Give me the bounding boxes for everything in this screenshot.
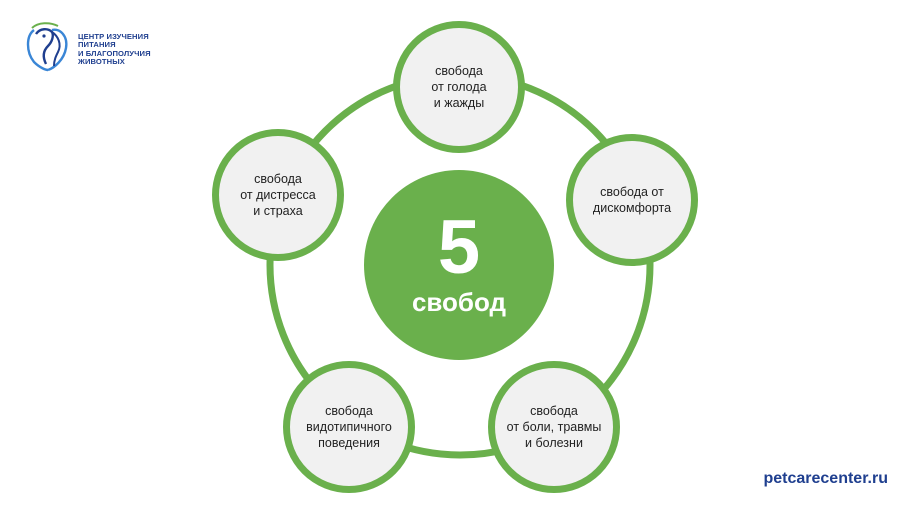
logo-text: ЦЕНТР ИЗУЧЕНИЯ ПИТАНИЯ И БЛАГОПОЛУЧИЯ ЖИ… (78, 31, 151, 67)
freedom-label: свобода от боли, травмы и болезни (506, 404, 602, 450)
logo-line: ЦЕНТР ИЗУЧЕНИЯ (78, 31, 149, 41)
freedom-label: свобода от дискомфорта (592, 185, 672, 215)
freedom-label: свобода от голода и жажды (431, 64, 487, 110)
freedom-node-pain: свобода от боли, травмы и болезни (488, 361, 620, 493)
logo-line: И БЛАГОПОЛУЧИЯ (78, 48, 151, 58)
logo: ЦЕНТР ИЗУЧЕНИЯ ПИТАНИЯ И БЛАГОПОЛУЧИЯ ЖИ… (24, 22, 151, 77)
pet-logo-icon (24, 22, 72, 77)
freedom-label: свобода от дистресса и страха (240, 172, 316, 218)
logo-line: ПИТАНИЯ (78, 40, 116, 50)
freedom-node-hunger: свобода от голода и жажды (393, 21, 525, 153)
center-circle: 5 свобод (364, 170, 554, 360)
logo-line: ЖИВОТНЫХ (78, 56, 125, 66)
center-number: 5 (437, 205, 481, 290)
freedom-node-behavior: свобода видотипичного поведения (283, 361, 415, 493)
website-link[interactable]: petcarecenter.ru (763, 470, 888, 487)
freedom-label: свобода видотипичного поведения (306, 404, 392, 450)
freedom-node-discomfort: свобода от дискомфорта (566, 134, 698, 266)
center-label: свобод (411, 287, 507, 317)
freedom-node-distress: свобода от дистресса и страха (212, 129, 344, 261)
